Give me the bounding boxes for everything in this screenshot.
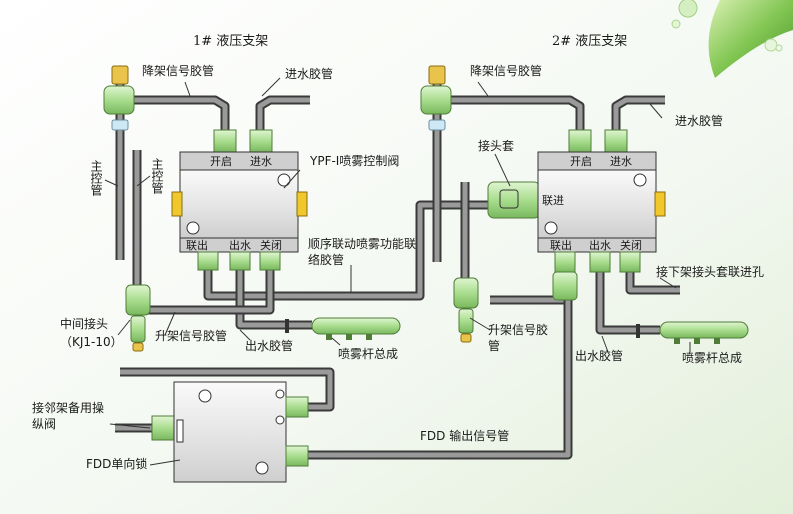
middle-joint-model-label: （KJ1-10） [60,335,123,349]
valve-2-port-in: 进水 [610,155,632,168]
valve-1-port-link-out: 联出 [186,238,208,252]
valve-2-port-link-out: 联出 [550,238,572,252]
valve-1 [171,129,308,271]
support-1-fittings [103,65,151,352]
top-nipple-1 [111,65,129,85]
valve-2-port-water-out: 出水 [589,238,611,252]
lower-signal-hose-label-1: 降架信号胶管 [142,63,214,78]
joint-sleeve-label: 接头套 [478,138,514,153]
valve-1-port-water-out: 出水 [229,238,251,252]
next-support-note-label: 接下架接头套联进孔 [656,264,764,279]
inlet-hose-label-1: 进水胶管 [285,66,333,81]
valve-2-port-close: 关闭 [620,238,642,252]
valve-1-port-in: 进水 [250,155,272,168]
support-2-fittings [420,65,578,343]
seq-hose-label-box: 顺序联动喷雾功能联络胶管 [308,237,417,267]
neighbor-valve-label: 接邻架备用操纵阀 [32,401,105,431]
middle-joint-body [125,284,151,316]
valve-2 [487,129,666,273]
raise-signal-hose-label-1: 升架信号胶管 [155,328,227,343]
main-control-pipe-label-a: 主控管 [89,160,103,197]
fdd-check-lock [151,381,309,483]
fdd-output-signal-label: FDD 输出信号管 [420,428,509,443]
raise-signal-hose-label-2: 升架信号胶管 [488,323,549,353]
neighbor-valve-label-box: 接邻架备用操纵阀 [32,401,105,431]
valve-2-port-open: 开启 [570,155,592,168]
valve-model-label: YPF-Ⅰ喷雾控制阀 [309,154,399,168]
middle-joint-label: 中间接头 [60,316,108,331]
fdd-check-lock-label: FDD单向锁 [86,456,147,471]
valve-1-port-close: 关闭 [260,238,282,252]
support-1-title: 1# 液压支架 [193,34,268,49]
spray-bar-2 [636,321,749,344]
valve-1-port-open: 开启 [210,155,232,168]
lower-signal-hose-label-2: 降架信号胶管 [470,63,542,78]
outlet-hose-label-1: 出水胶管 [245,338,293,353]
valve-2-port-link-in: 联进 [542,194,564,207]
inlet-hose-label-2: 进水胶管 [675,113,723,128]
seq-hose-label: 顺序联动喷雾功能联络胶管 [308,237,417,267]
raise-signal-hose-label-2-box: 升架信号胶管 [488,323,549,353]
joint-sleeve-body [487,181,541,219]
outlet-hose-label-2: 出水胶管 [575,348,623,363]
spray-bar-label-2: 喷雾杆总成 [682,351,742,365]
leaf-decoration [671,0,793,78]
support-2-title: 2# 液压支架 [552,34,627,49]
main-control-pipe-label-b: 主控管 [150,158,164,195]
spray-bar-label-1: 喷雾杆总成 [338,347,398,361]
spray-bar-1 [285,317,401,340]
leader-lines [104,77,691,466]
